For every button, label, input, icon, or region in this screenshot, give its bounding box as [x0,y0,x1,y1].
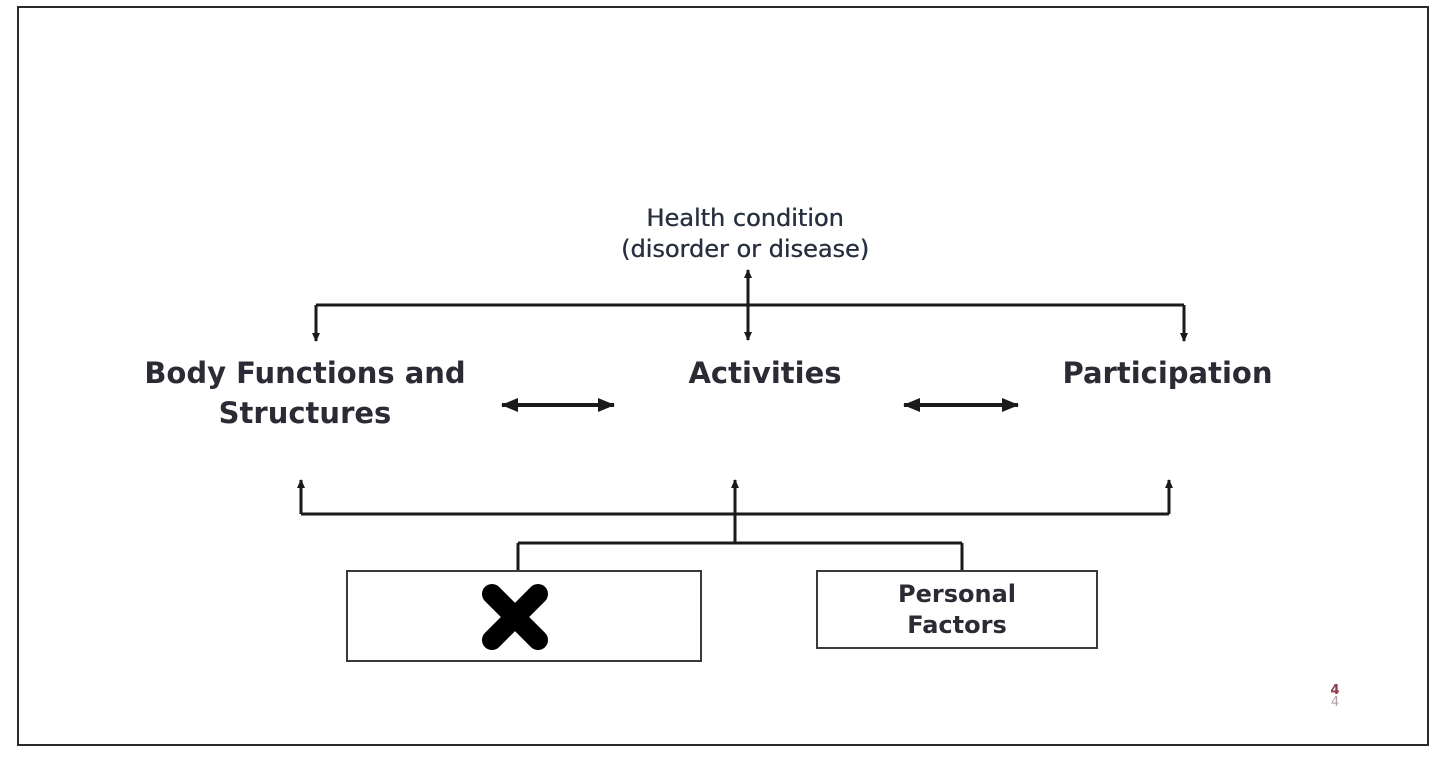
body-functions-line2: Structures [218,396,392,430]
body-functions-label: Body Functions and Structures [100,353,510,433]
x-mark-icon [482,584,548,650]
environmental-factors-box [346,570,702,662]
slide-number-shadow: 4 [1330,695,1340,710]
slide-frame [17,6,1429,746]
slide-number-value: 4 [1330,683,1340,698]
health-condition-label: Health condition (disorder or disease) [545,203,945,265]
activities-label: Activities [688,356,842,390]
personal-factors-label: Personal Factors [898,579,1016,639]
participation-label: Participation [1062,356,1273,390]
body-functions-line1: Body Functions and [144,356,466,390]
personal-factors-box: Personal Factors [816,570,1098,649]
health-condition-subtitle: (disorder or disease) [620,235,870,263]
bottom-connector [297,479,1173,571]
slide-number: 4 4 [1325,683,1345,710]
health-condition-title: Health condition [646,204,844,232]
top-connector [312,269,1188,342]
